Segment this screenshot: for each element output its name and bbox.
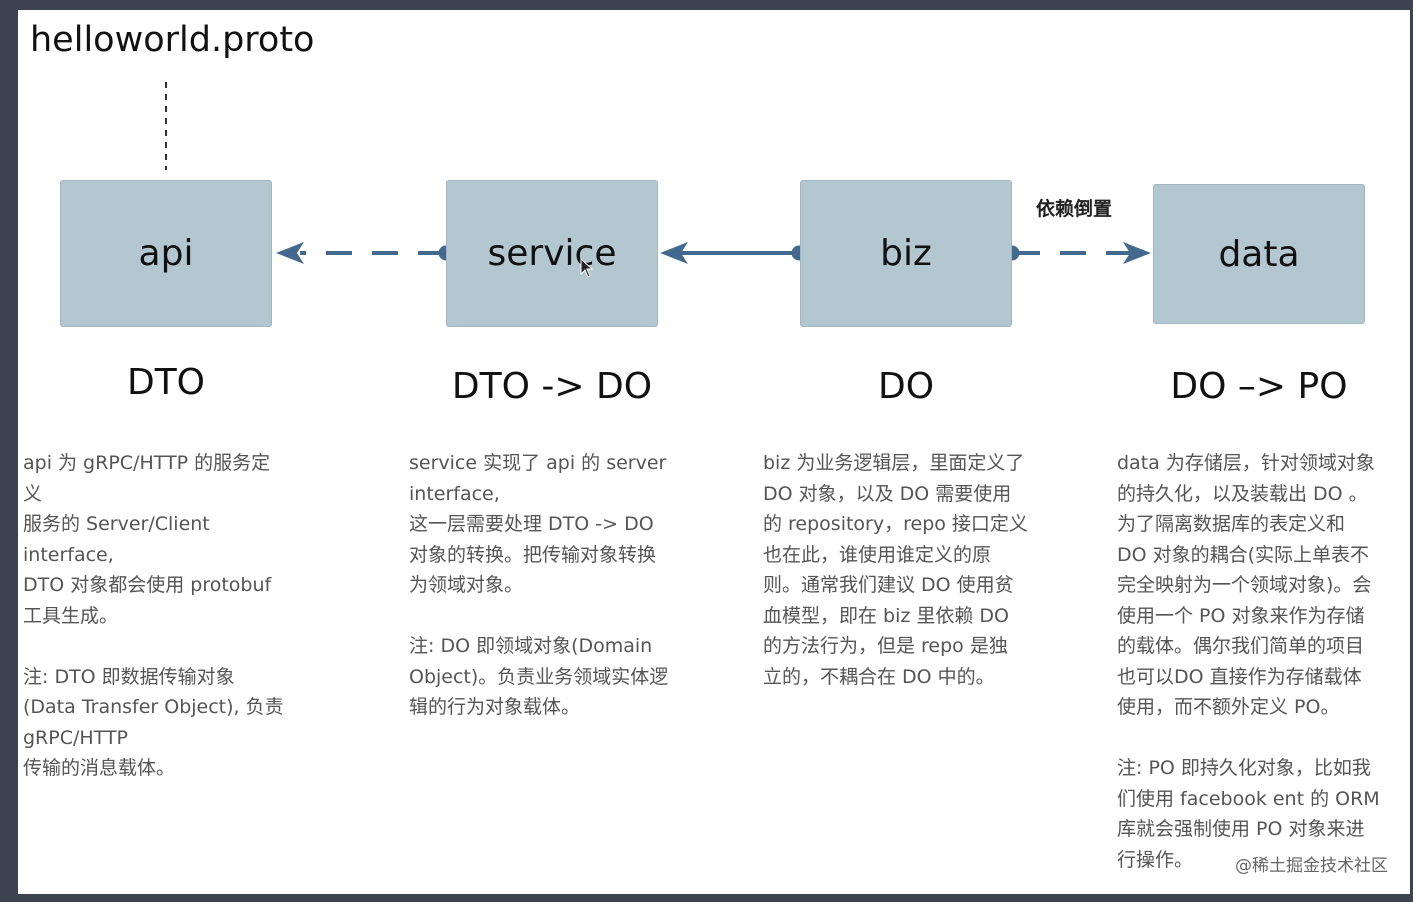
- desc-gap: [1117, 723, 1380, 754]
- desc-line: 也可以DO 直接作为存储载体: [1117, 665, 1362, 688]
- desc-line: api 为 gRPC/HTTP 的服务定: [23, 452, 271, 474]
- biz-to-service-arrowhead: [660, 242, 688, 264]
- desc-line: 辑的行为对象载体。: [409, 696, 581, 718]
- mouse-pointer-icon: [580, 258, 594, 278]
- desc-line: 这一层需要处理 DTO -> DO: [409, 513, 654, 535]
- desc-line: 的方法行为，但是 repo 是独: [763, 635, 1008, 657]
- desc-line: 义: [23, 482, 43, 505]
- dependency-inversion-label: 依赖倒置: [1036, 198, 1113, 220]
- desc-line: 服务的 Server/Client: [23, 513, 210, 535]
- desc-line: 注: DTO 即数据传输对象: [23, 665, 235, 688]
- desc-gap: [23, 631, 284, 662]
- desc-line: DTO 对象都会使用 protobuf: [23, 574, 272, 596]
- desc-line: 为领域对象。: [409, 574, 524, 596]
- desc-line: 注: DO 即领域对象(Domain: [409, 635, 653, 657]
- service-box: service: [446, 180, 658, 327]
- desc-line: biz 为业务逻辑层，里面定义了: [763, 452, 1025, 474]
- desc-line: data 为存储层，针对领域对象: [1117, 452, 1375, 474]
- desc-line: 为了隔离数据库的表定义和: [1117, 513, 1346, 535]
- desc-line: (Data Transfer Object), 负责: [23, 696, 284, 718]
- desc-line: 的持久化，以及装载出 DO 。: [1117, 482, 1368, 505]
- desc-line: 使用，而不额外定义 PO。: [1117, 696, 1340, 718]
- desc-line: 库就会强制使用 PO 对象来进: [1117, 818, 1365, 840]
- watermark: @稀土掘金技术社区: [1235, 856, 1388, 876]
- desc-line: 注: PO 即持久化对象，比如我: [1117, 757, 1371, 779]
- service-description: service 实现了 api 的 server interface, 这一层需…: [409, 448, 668, 723]
- desc-line: 血模型，即在 biz 里依赖 DO: [763, 604, 1010, 627]
- api-description: api 为 gRPC/HTTP 的服务定 义 服务的 Server/Client…: [23, 448, 284, 784]
- desc-line: Object)。负责业务领域实体逻: [409, 665, 669, 688]
- desc-line: interface,: [23, 543, 114, 566]
- desc-line: gRPC/HTTP: [23, 726, 129, 749]
- desc-line: 对象的转换。把传输对象转换: [409, 543, 657, 566]
- data-box: data: [1153, 184, 1365, 324]
- diagram-title: helloworld.proto: [30, 20, 315, 60]
- desc-line: 传输的消息载体。: [23, 757, 176, 779]
- desc-line: 的 repository，repo 接口定义: [763, 513, 1028, 535]
- desc-line: DO 对象，以及 DO 需要使用: [763, 482, 1012, 505]
- desc-line: 立的，不耦合在 DO 中的。: [763, 665, 995, 688]
- data-layer-label: DO –> PO: [1170, 366, 1348, 407]
- biz-box: biz: [800, 180, 1012, 327]
- desc-line: 们使用 facebook ent 的 ORM: [1117, 787, 1380, 810]
- diagram-slide: helloworld.proto api service biz data 依赖…: [18, 10, 1410, 894]
- biz-layer-label: DO: [877, 366, 935, 407]
- data-description: data 为存储层，针对领域对象 的持久化，以及装载出 DO 。 为了隔离数据库…: [1117, 448, 1380, 875]
- api-layer-label: DTO: [126, 362, 206, 403]
- biz-to-data-arrowhead: [1123, 242, 1151, 264]
- desc-line: 行操作。: [1117, 848, 1194, 871]
- desc-line: 完全映射为一个领域对象)。会: [1117, 574, 1372, 596]
- biz-description: biz 为业务逻辑层，里面定义了 DO 对象，以及 DO 需要使用 的 repo…: [763, 448, 1028, 692]
- desc-line: interface,: [409, 482, 500, 505]
- desc-line: 使用一个 PO 对象来作为存储: [1117, 604, 1365, 627]
- service-layer-label: DTO -> DO: [451, 366, 653, 407]
- desc-line: service 实现了 api 的 server: [409, 452, 667, 474]
- desc-line: 工具生成。: [23, 604, 119, 627]
- desc-line: DO 对象的耦合(实际上单表不: [1117, 543, 1370, 566]
- desc-line: 则。通常我们建议 DO 使用贫: [763, 574, 1014, 596]
- desc-line: 也在此，谁使用谁定义的原: [763, 543, 992, 566]
- desc-gap: [409, 601, 668, 632]
- service-to-api-arrowhead: [276, 242, 304, 264]
- desc-line: 的载体。偶尔我们简单的项目: [1117, 635, 1365, 657]
- api-box: api: [60, 180, 272, 327]
